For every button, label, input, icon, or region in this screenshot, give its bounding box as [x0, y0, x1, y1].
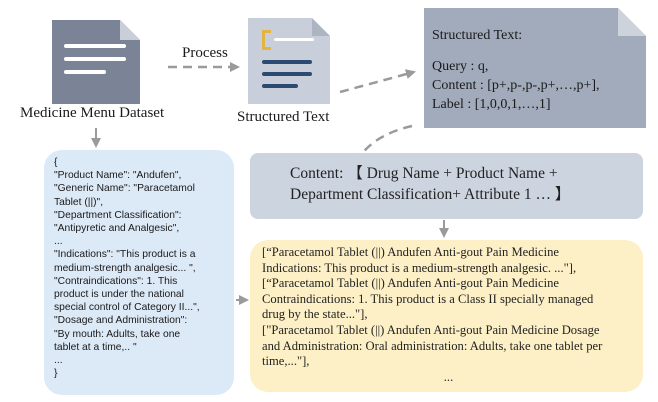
json-line: ... [54, 236, 63, 248]
card-query-line: Query : q, [432, 59, 489, 74]
content-template-line2: Department Classification+ Attribute 1 …… [290, 186, 571, 203]
structured-text-card [424, 8, 646, 128]
json-line: product is under the national [54, 289, 184, 301]
json-line: "Antipyretic and Analgesic", [54, 223, 180, 235]
json-line: "Product Name": "Andufen", [54, 170, 182, 182]
json-line: special control of Category II...", [54, 302, 200, 314]
structured-document-icon [248, 18, 330, 104]
card-content-line: Content : [p+,p-,p-,p+,…,p+], [432, 78, 600, 93]
json-line: } [54, 368, 58, 380]
json-line: ... [54, 355, 63, 367]
dataset-document-icon [52, 20, 140, 104]
json-line: "By mouth: Adults, take one [54, 328, 181, 340]
result-line: drug by the state..."], [262, 307, 368, 322]
results-ellipsis: ... [443, 369, 454, 384]
content-results-box: [“Paracetamol Tablet (||) Andufen Anti-g… [250, 240, 643, 392]
structured-text-card-content: Structured Text: Query : q, Content : [p… [432, 26, 652, 114]
card-title: Structured Text: [432, 28, 523, 43]
result-line: time,..."], [262, 354, 310, 369]
json-line: "Contraindications": 1. This [54, 275, 178, 287]
json-line: { [54, 157, 58, 168]
result-line: [“Paracetamol Tablet (||) Andufen Anti-g… [262, 245, 559, 259]
json-line: "Indications": "This product is a [54, 249, 196, 261]
to-card-arrow [339, 69, 416, 94]
json-line: medium-strength analgesic... ", [54, 262, 196, 274]
content-template-box: Content: 【 Drug Name + Product Name + De… [250, 153, 643, 219]
result-line: [“Paracetamol Tablet (||) Andufen Anti-g… [262, 276, 559, 291]
json-line: Tablet (||)", [54, 196, 104, 208]
result-line: ["Paracetamol Tablet (||) Andufen Anti-g… [262, 322, 600, 337]
result-line: Indications: This product is a medium-st… [262, 260, 577, 275]
json-example-box: { "Product Name": "Andufen", "Generic Na… [44, 150, 234, 395]
json-line: "Dosage and Administration": [54, 315, 188, 327]
json-line: "Generic Name": "Paracetamol [54, 183, 195, 195]
result-line: and Administration: Oral administration:… [262, 338, 603, 353]
result-line: Contraindications: 1. This product is a … [262, 291, 594, 306]
json-line: tablet at a time,.. " [54, 341, 137, 353]
card-label-line: Label : [1,0,0,1,…,1] [432, 97, 551, 112]
dataset-label: Medicine Menu Dataset [20, 105, 165, 121]
content-template-line1: Content: 【 Drug Name + Product Name + [290, 165, 558, 182]
json-line: "Department Classification": [54, 209, 182, 221]
structured-text-label: Structured Text [237, 109, 330, 125]
process-label: Process [182, 45, 228, 61]
